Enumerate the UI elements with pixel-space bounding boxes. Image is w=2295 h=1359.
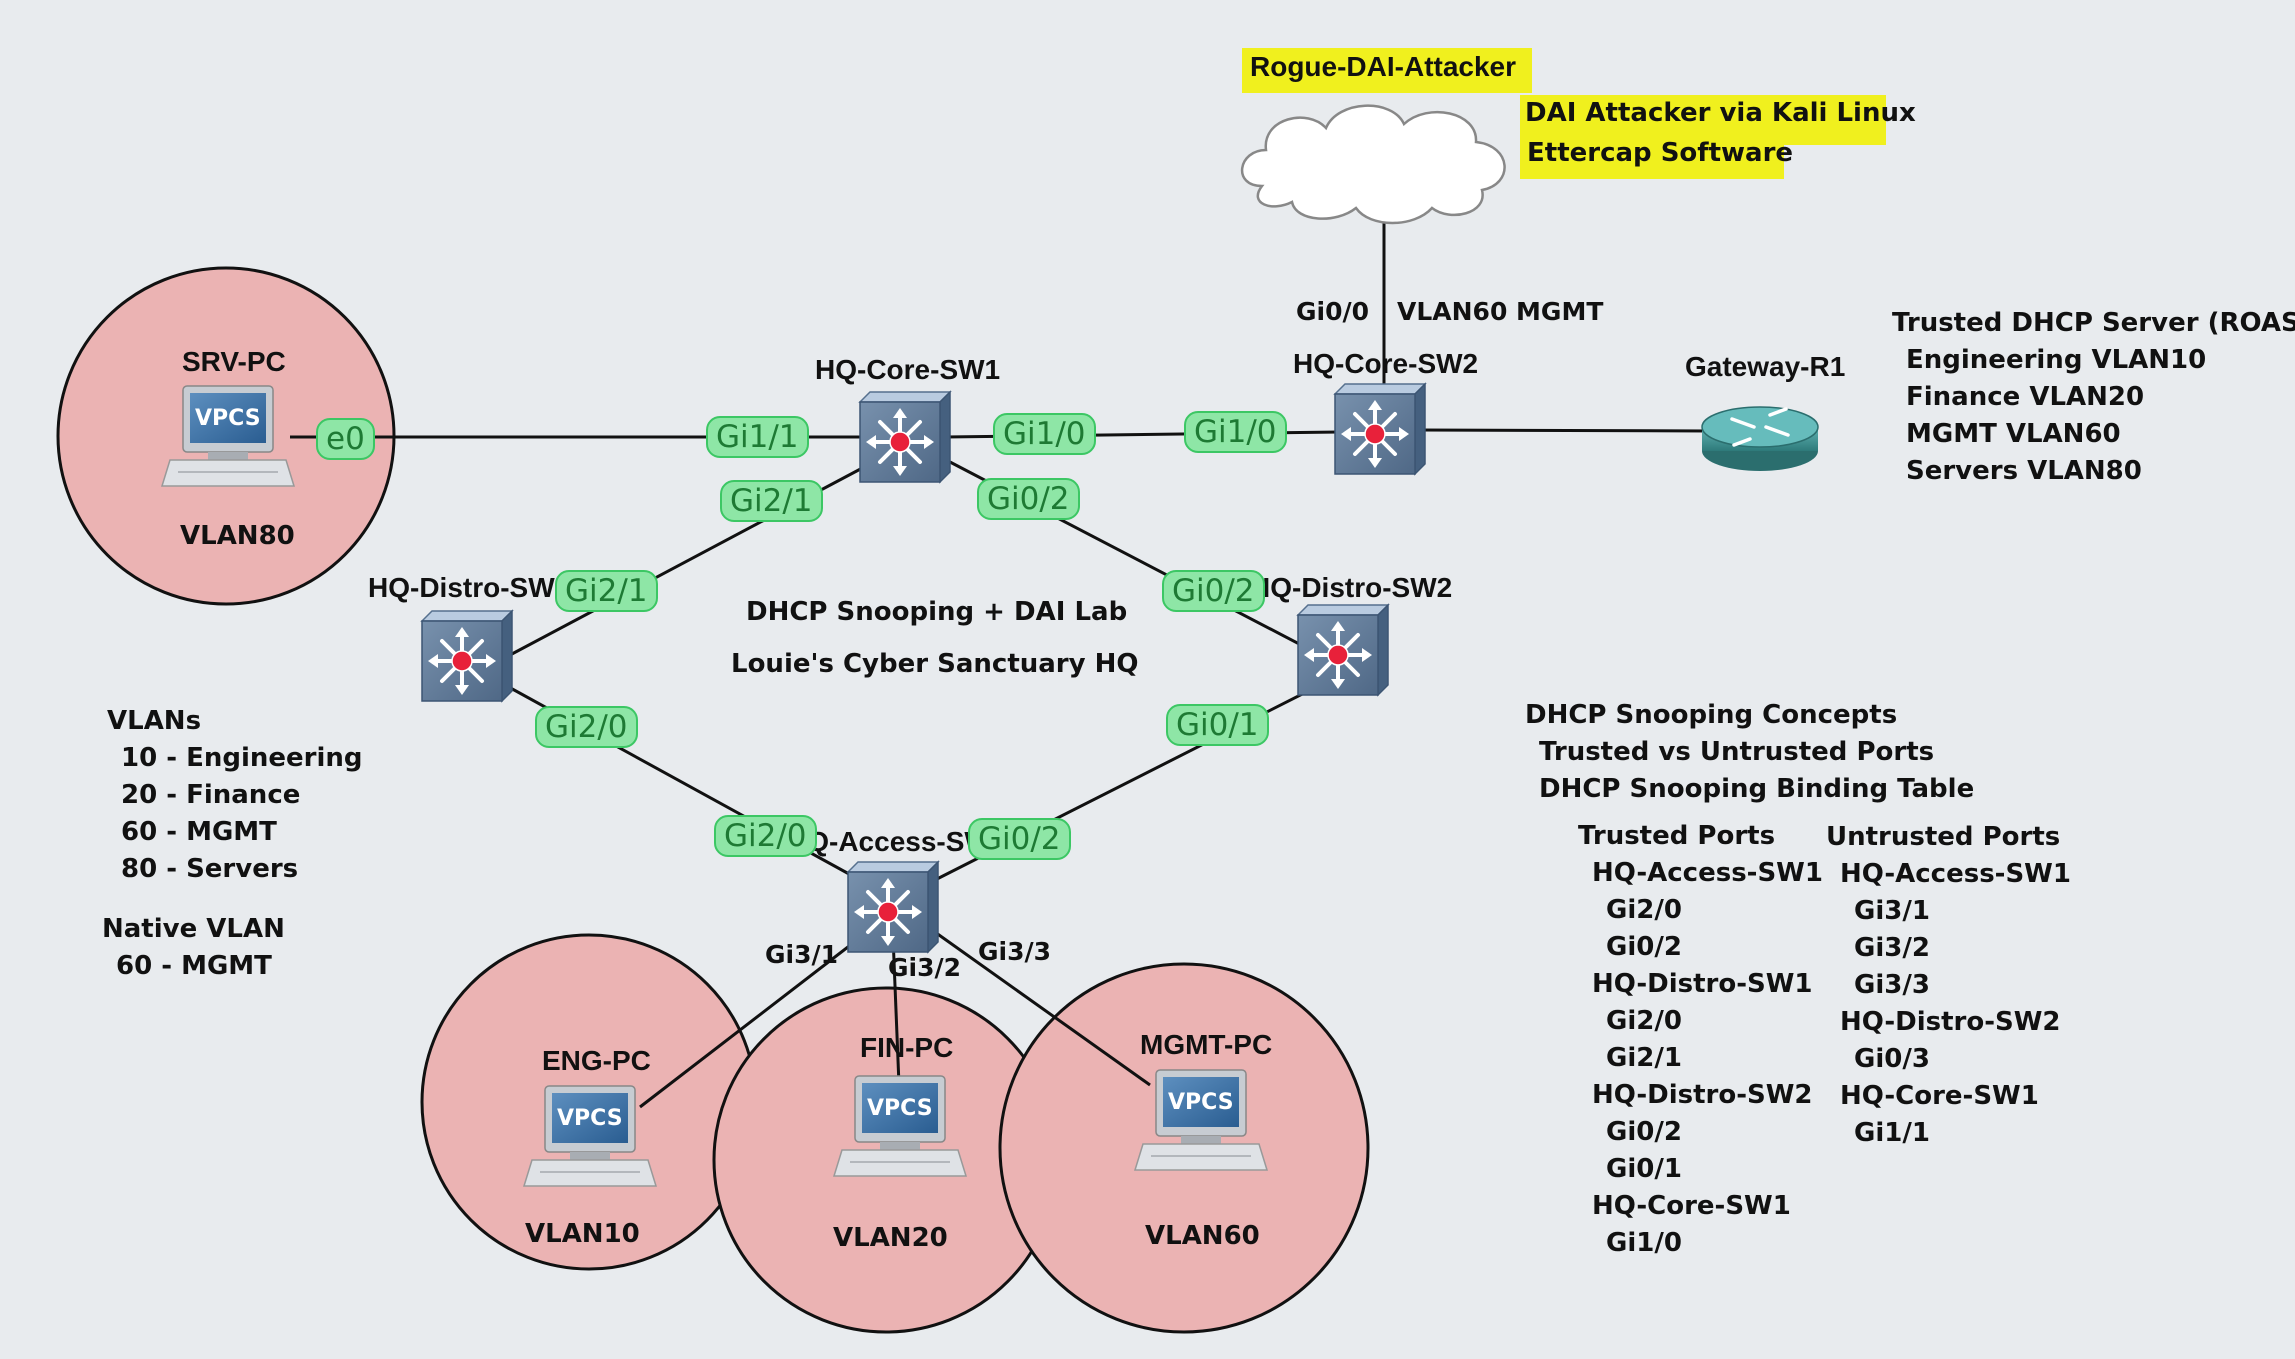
mgmt-pc-vlan: VLAN60	[1145, 1221, 1260, 1251]
trusted-port-item: Gi0/2	[1606, 932, 1682, 962]
vlans-note-line: 10 - Engineering	[121, 743, 363, 773]
port-access-gi33: Gi3/3	[978, 937, 1052, 966]
trusted-port-item: Gi2/1	[1606, 1043, 1682, 1073]
core1-switch-icon[interactable]	[858, 390, 952, 484]
port-core1-gi21[interactable]: Gi2/1	[720, 480, 823, 522]
dhcp-server-note-line: Finance VLAN20	[1906, 382, 2145, 412]
native-vlan-note-line: 60 - MGMT	[116, 951, 272, 981]
trusted-port-item: Gi2/0	[1606, 895, 1682, 925]
untrusted-ports-heading: Untrusted Ports	[1826, 822, 2061, 852]
native-vlan-note: Native VLAN 60 - MGMT	[102, 911, 285, 985]
dhcp-server-note: Trusted DHCP Server (ROAS) Engineering V…	[1892, 305, 2295, 490]
port-core1-gi10[interactable]: Gi1/0	[993, 413, 1096, 455]
concepts-note-line: DHCP Snooping Binding Table	[1539, 774, 1975, 804]
eng-pc-vlan: VLAN10	[525, 1219, 640, 1249]
port-core2-gi10[interactable]: Gi1/0	[1184, 411, 1287, 453]
attacker-note-2: Ettercap Software	[1527, 138, 1794, 168]
eng-pc-screen-label: VPCS	[557, 1106, 623, 1131]
distro2-label: HQ-Distro-SW2	[1250, 572, 1453, 603]
lab-subtitle: Louie's Cyber Sanctuary HQ	[731, 649, 1139, 679]
untrusted-port-item: HQ-Core-SW1	[1840, 1081, 2039, 1111]
trusted-port-item: Gi0/2	[1606, 1117, 1682, 1147]
vlans-note-line: 60 - MGMT	[121, 817, 277, 847]
port-access-gi02[interactable]: Gi0/2	[968, 818, 1071, 860]
fin-pc-vlan: VLAN20	[833, 1223, 948, 1253]
attacker-note2-highlight	[1520, 135, 1784, 179]
srv-pc-screen-label: VPCS	[195, 406, 261, 431]
untrusted-port-item: Gi1/1	[1854, 1118, 1930, 1148]
dhcp-server-note-line: Engineering VLAN10	[1906, 345, 2207, 375]
trusted-port-item: Gi2/0	[1606, 1006, 1682, 1036]
mgmt-pc-label: MGMT-PC	[1140, 1029, 1273, 1060]
vlans-note-line: 80 - Servers	[121, 854, 299, 884]
trusted-port-item: HQ-Distro-SW2	[1592, 1080, 1813, 1110]
native-vlan-note-line: Native VLAN	[102, 914, 285, 944]
untrusted-port-item: HQ-Distro-SW2	[1840, 1007, 2061, 1037]
untrusted-port-item: Gi3/3	[1854, 970, 1930, 1000]
distro1-switch-icon[interactable]	[420, 609, 514, 703]
srv-pc-vlan: VLAN80	[180, 521, 295, 551]
eng-pc-label: ENG-PC	[542, 1045, 651, 1076]
trusted-ports-heading: Trusted Ports	[1578, 821, 1776, 851]
vlans-note: VLANs 10 - Engineering 20 - Finance 60 -…	[107, 703, 363, 888]
vlans-note-line: VLANs	[107, 706, 202, 736]
fin-pc-screen-label: VPCS	[867, 1096, 933, 1121]
trusted-port-item: Gi0/1	[1606, 1154, 1682, 1184]
core2-switch-icon[interactable]	[1333, 382, 1427, 476]
port-core1-gi02[interactable]: Gi0/2	[977, 478, 1080, 520]
port-core1-gi11[interactable]: Gi1/1	[706, 416, 809, 458]
dhcp-server-note-line: Trusted DHCP Server (ROAS)	[1892, 308, 2295, 338]
port-access-gi31: Gi3/1	[765, 940, 839, 969]
dhcp-server-note-line: Servers VLAN80	[1906, 456, 2142, 486]
link-core2-gateway[interactable]	[1419, 428, 1711, 433]
attacker-label: Rogue-DAI-Attacker	[1250, 51, 1517, 82]
trusted-ports-list: Trusted Ports HQ-Access-SW1 Gi2/0 Gi0/2 …	[1578, 818, 1823, 1262]
port-distro2-gi01[interactable]: Gi0/1	[1166, 704, 1269, 746]
port-srv-e0[interactable]: e0	[316, 418, 375, 460]
mgmt-pc-screen-label: VPCS	[1168, 1090, 1234, 1115]
dhcp-server-note-line: MGMT VLAN60	[1906, 419, 2121, 449]
concepts-note: DHCP Snooping Concepts Trusted vs Untrus…	[1525, 697, 1974, 808]
srv-pc-label: SRV-PC	[182, 346, 286, 377]
link-access-eng[interactable]	[639, 928, 871, 1109]
link-access-mgmt[interactable]	[931, 928, 1151, 1087]
untrusted-port-item: Gi3/2	[1854, 933, 1930, 963]
trusted-port-item: HQ-Core-SW1	[1592, 1191, 1791, 1221]
trusted-port-item: HQ-Access-SW1	[1592, 858, 1823, 888]
trusted-port-item: HQ-Distro-SW1	[1592, 969, 1813, 999]
core1-label: HQ-Core-SW1	[815, 354, 1001, 385]
distro2-switch-icon[interactable]	[1296, 603, 1390, 697]
concepts-note-line: Trusted vs Untrusted Ports	[1539, 737, 1935, 767]
core2-vlan-mgmt-label: VLAN60 MGMT	[1397, 297, 1604, 326]
distro1-label: HQ-Distro-SW1	[368, 572, 571, 603]
access-switch-icon[interactable]	[846, 860, 940, 954]
untrusted-port-item: Gi3/1	[1854, 896, 1930, 926]
untrusted-port-item: Gi0/3	[1854, 1044, 1930, 1074]
port-distro2-gi02[interactable]: Gi0/2	[1162, 570, 1265, 612]
attacker-note-1: DAI Attacker via Kali Linux	[1525, 98, 1916, 128]
attacker-label-highlight	[1242, 48, 1532, 93]
vlans-note-line: 20 - Finance	[121, 780, 301, 810]
gateway-label: Gateway-R1	[1685, 351, 1846, 382]
port-core2-gi00: Gi0/0	[1296, 297, 1370, 326]
cloud-icon[interactable]	[1241, 104, 1506, 225]
lab-title: DHCP Snooping + DAI Lab	[746, 597, 1128, 627]
port-distro1-gi20[interactable]: Gi2/0	[535, 706, 638, 748]
untrusted-port-item: HQ-Access-SW1	[1840, 859, 2071, 889]
concepts-note-line: DHCP Snooping Concepts	[1525, 700, 1898, 730]
trusted-port-item: Gi1/0	[1606, 1228, 1682, 1258]
core2-label: HQ-Core-SW2	[1293, 348, 1479, 379]
port-distro1-gi21[interactable]: Gi2/1	[555, 570, 658, 612]
untrusted-ports-list: Untrusted Ports HQ-Access-SW1 Gi3/1 Gi3/…	[1826, 819, 2071, 1152]
port-access-gi20[interactable]: Gi2/0	[714, 815, 817, 857]
port-access-gi32: Gi3/2	[888, 953, 962, 982]
fin-pc-label: FIN-PC	[860, 1032, 954, 1063]
router-icon[interactable]	[1701, 406, 1819, 471]
link-access-fin[interactable]	[891, 935, 901, 1086]
